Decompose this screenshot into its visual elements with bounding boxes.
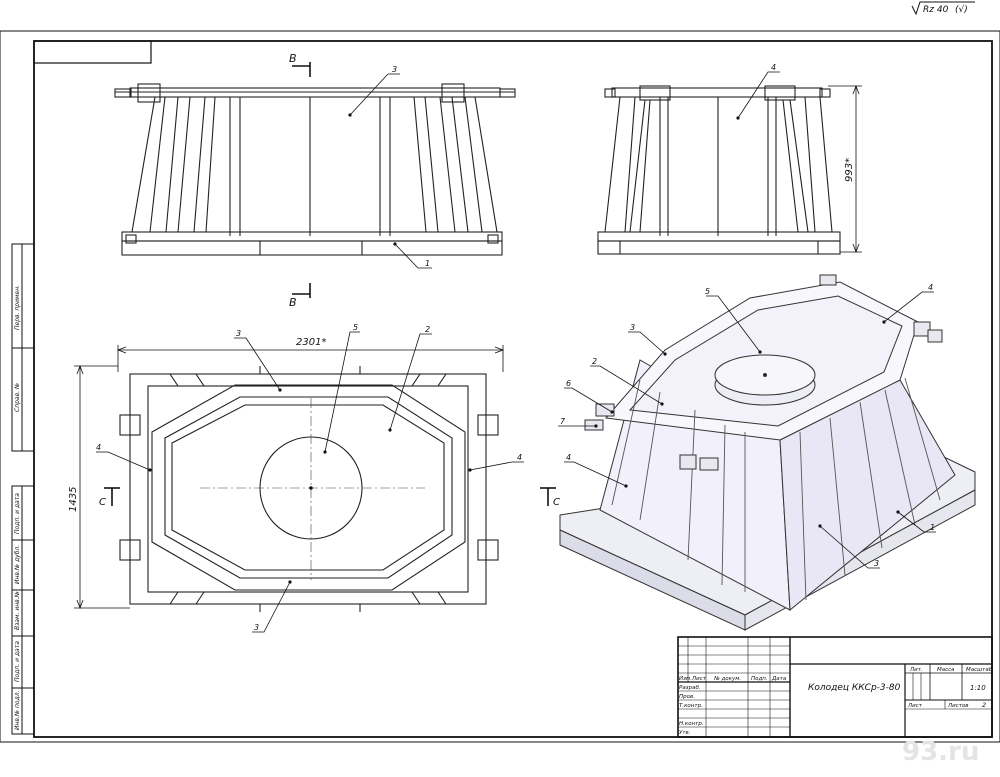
tb-row-nkontr: Н.контр. xyxy=(679,721,704,727)
iso-dot-3-bottom xyxy=(818,524,822,528)
stamp-perv-primen: Перв. примен. xyxy=(14,285,21,330)
stamp-vzam-inv: Взам. инв.№ xyxy=(14,591,21,630)
dim-length-label: 2301* xyxy=(296,337,326,348)
side-callout-4: 4 xyxy=(771,63,776,72)
watermark: 93.ru xyxy=(902,737,979,767)
stamp-podp-data-2: Подп. и дата xyxy=(14,641,21,682)
tb-scale-value: 1:10 xyxy=(970,684,986,692)
iso-callout-4: 4 xyxy=(928,283,933,292)
iso-dot-2 xyxy=(660,402,664,406)
iso-dot-6 xyxy=(610,410,614,414)
stamp-inv-dubl: Инв.№ дубл. xyxy=(14,545,21,584)
section-b-bottom-label: В xyxy=(289,296,297,309)
plan-dot-3-top xyxy=(278,388,282,392)
dim-width xyxy=(74,364,130,610)
iso-callout-5: 5 xyxy=(705,287,710,296)
iso-dot-3-top xyxy=(663,352,667,356)
dim-length xyxy=(116,345,505,372)
plan-callout-4-right: 4 xyxy=(517,453,522,462)
tb-col-izm: Изм. xyxy=(679,676,692,682)
iso-dot-1 xyxy=(896,510,900,514)
section-c-markers xyxy=(104,487,556,506)
tb-row-prov: Пров. xyxy=(679,694,695,700)
iso-callout-3-bottom: 3 xyxy=(874,559,879,568)
plan-leaders xyxy=(96,331,524,633)
tb-row-razrab: Разраб. xyxy=(679,685,701,691)
tb-drawing-name: Колодец ККСр-3-80 xyxy=(808,683,901,693)
tb-sheet-label: Лист xyxy=(907,703,923,709)
iso-callout-3-top: 3 xyxy=(630,323,635,332)
front-view xyxy=(114,83,516,256)
front-leader-dot-1 xyxy=(393,242,397,246)
iso-ribs xyxy=(611,377,941,601)
iso-callout-7: 7 xyxy=(560,417,566,426)
top-left-box xyxy=(33,40,152,64)
tb-scale-label: Масштаб xyxy=(966,667,993,673)
plan-dot-5 xyxy=(323,450,327,454)
side-view xyxy=(597,85,841,255)
stamp-inv-podl: Инв.№ подл. xyxy=(14,690,21,730)
roughness-mark: Rz 40 (√) xyxy=(911,1,975,16)
front-callout-3: 3 xyxy=(392,65,397,74)
section-c-left-label: С xyxy=(99,497,106,508)
tb-sheets-value: 2 xyxy=(982,701,986,709)
tb-col-sign: Подп. xyxy=(751,676,768,682)
front-leaders xyxy=(349,73,432,269)
plan-callout-3-bottom: 3 xyxy=(254,623,259,632)
iso-view xyxy=(559,281,976,631)
iso-leaders xyxy=(558,291,936,569)
section-b-markers xyxy=(292,62,311,298)
plan-dot-3-bottom xyxy=(288,580,292,584)
left-stamps xyxy=(11,243,35,735)
dim-width-label: 1435 xyxy=(68,487,79,512)
dim-height xyxy=(828,84,862,254)
iso-callout-2: 2 xyxy=(592,357,597,366)
plan-callout-3-top: 3 xyxy=(236,329,241,338)
tb-col-doc: № докум. xyxy=(713,676,741,682)
title-block-text: Изм. Лист № докум. Подп. Дата Разраб. Пр… xyxy=(679,667,993,736)
stamp-podp-data-1: Подп. и дата xyxy=(14,493,21,534)
outer-trim xyxy=(0,30,1000,743)
plan-callout-5: 5 xyxy=(353,323,358,332)
tb-col-list: Лист xyxy=(691,676,707,682)
plan-callout-2: 2 xyxy=(425,325,430,334)
section-b-top-label: В xyxy=(289,52,297,65)
iso-callout-6: 6 xyxy=(566,379,571,388)
dim-height-label: 993* xyxy=(844,158,855,182)
side-leaders xyxy=(737,71,780,119)
iso-handles xyxy=(584,274,943,471)
roughness-bracket: (√) xyxy=(955,4,968,15)
title-block xyxy=(677,636,993,738)
tb-sheets-label: Листов xyxy=(947,703,969,709)
tb-row-tkontr: Т.контр. xyxy=(679,703,703,709)
plan-dot-4-left xyxy=(148,468,152,472)
left-stamp-labels: Перв. примен. Справ. № Подп. и дата Инв.… xyxy=(14,285,21,730)
front-leader-dot-3 xyxy=(348,113,352,117)
roughness-value: Rz 40 xyxy=(923,5,949,15)
tb-row-utv: Утв. xyxy=(679,730,691,736)
iso-dot-4 xyxy=(882,320,886,324)
plan-callout-4-left: 4 xyxy=(96,443,101,452)
tb-col-date: Дата xyxy=(771,676,787,682)
plan-dot-4-right xyxy=(468,468,472,472)
plan-dot-2 xyxy=(388,428,392,432)
side-leader-dot-4 xyxy=(736,116,740,120)
stamp-sprav: Справ. № xyxy=(14,383,21,412)
iso-callout-1: 1 xyxy=(930,523,935,532)
tb-mass-label: Масса xyxy=(937,667,955,673)
iso-dot-5 xyxy=(758,350,762,354)
plan-center-dot xyxy=(309,486,313,490)
iso-dot-7 xyxy=(594,424,598,428)
iso-callout-4-left: 4 xyxy=(566,453,571,462)
iso-dot-4-left xyxy=(624,484,628,488)
front-callout-1: 1 xyxy=(425,259,430,268)
section-c-right-label: С xyxy=(553,497,560,508)
tb-lit-label: Лит. xyxy=(909,667,923,673)
plan-view xyxy=(119,366,499,612)
